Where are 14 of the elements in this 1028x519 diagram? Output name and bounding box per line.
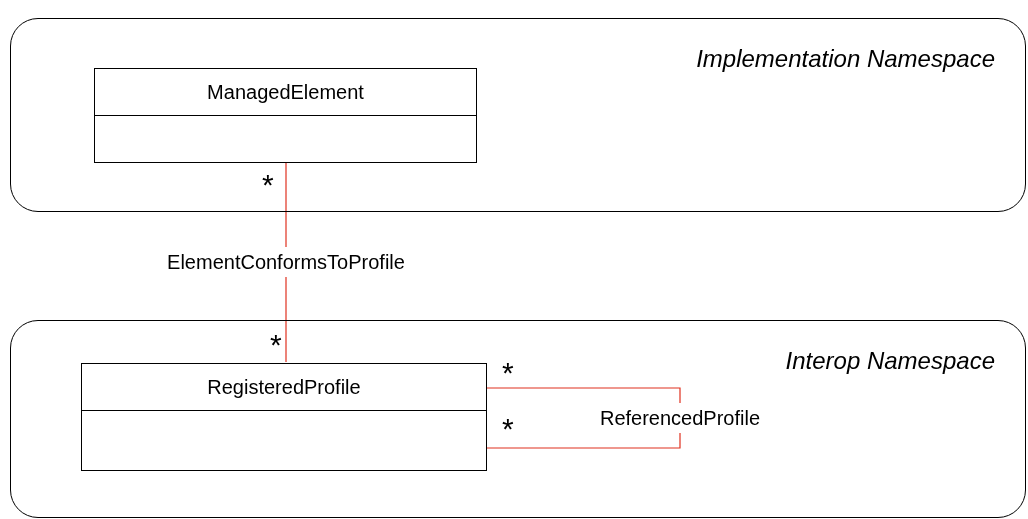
class-name: RegisteredProfile (207, 375, 361, 400)
multiplicity-label: * (502, 358, 514, 388)
multiplicity-label: * (270, 330, 282, 360)
edge-label: ElementConformsToProfile (165, 247, 407, 277)
association-line (485, 387, 681, 449)
namespace-region (10, 18, 1026, 212)
multiplicity-label: * (502, 414, 514, 444)
class-box (81, 363, 487, 471)
namespace-region (10, 320, 1026, 518)
class-name: ManagedElement (207, 80, 364, 105)
class-box (94, 68, 477, 163)
namespace-title: Implementation Namespace (696, 44, 995, 74)
multiplicity-label: * (262, 170, 274, 200)
namespace-title: Interop Namespace (785, 346, 995, 376)
